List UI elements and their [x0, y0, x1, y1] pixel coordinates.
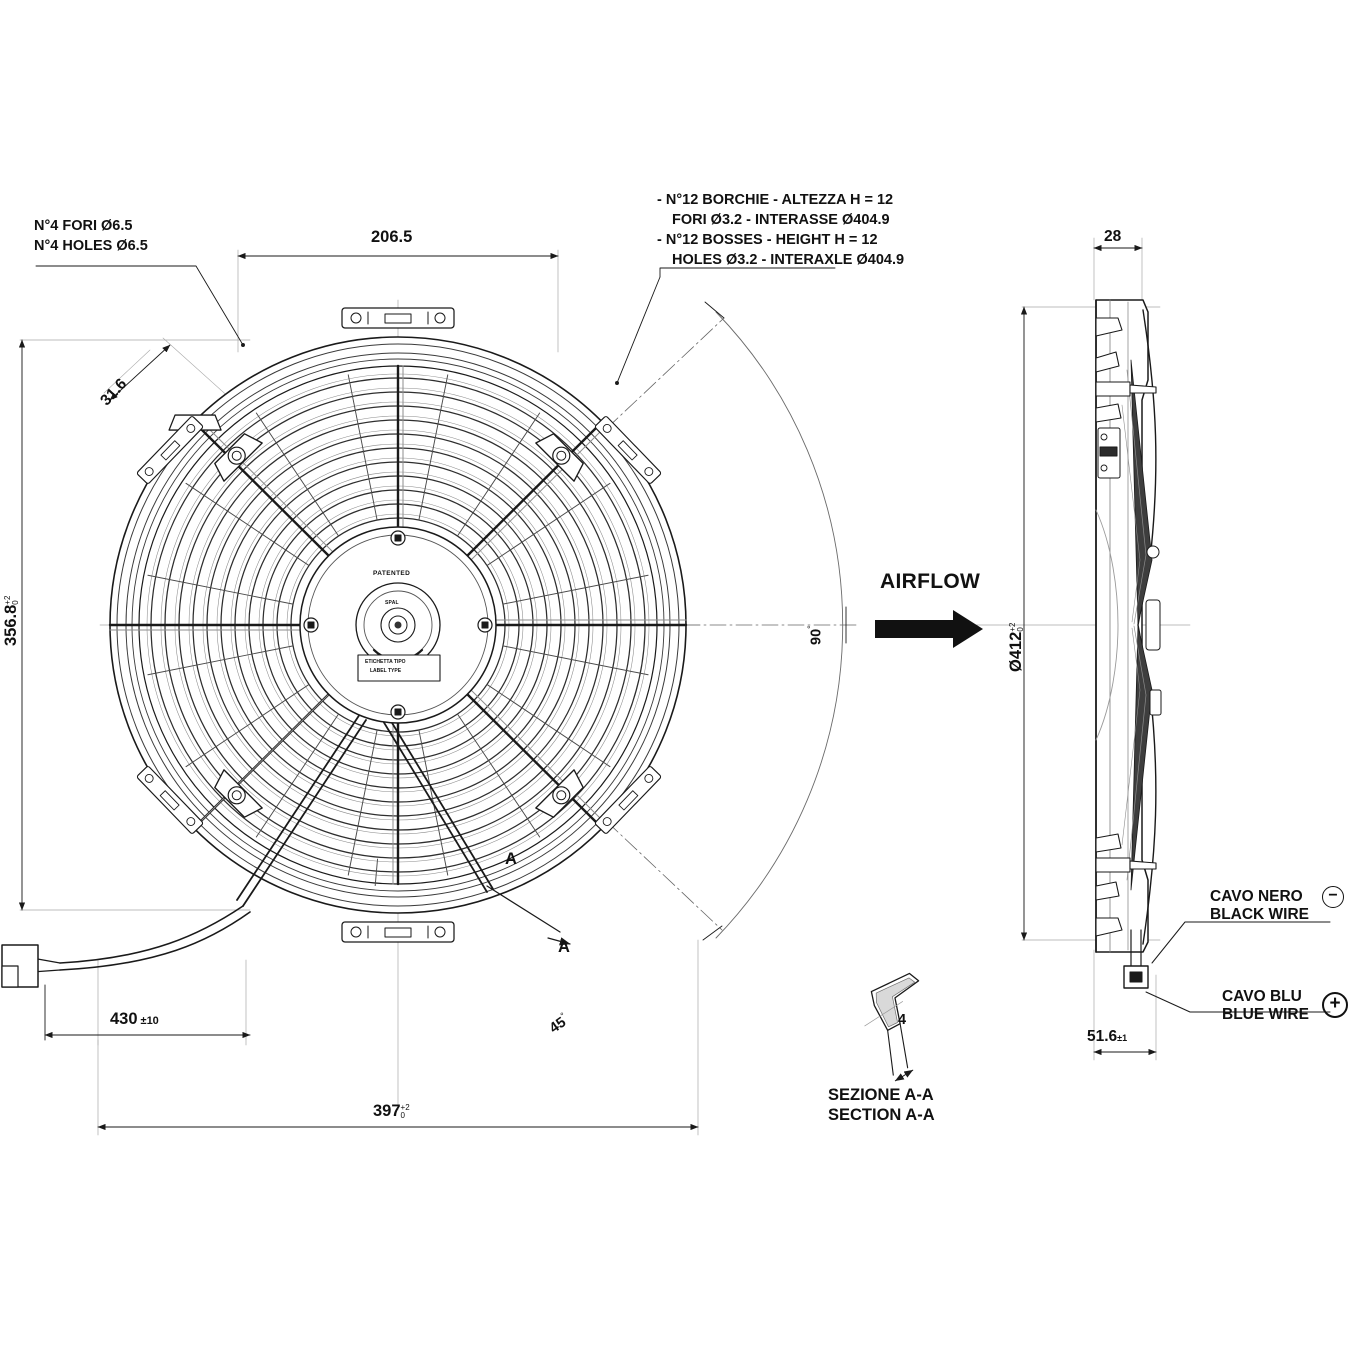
wire-harness: [1, 905, 251, 988]
hub-label-type-it: ETICHETTA TIPO: [365, 659, 406, 665]
wire-leaders: [1145, 921, 1331, 1013]
dim-tol-51-6: ±1: [1117, 1033, 1128, 1043]
dim-label-51-6-group: 51.6±1: [1087, 1028, 1127, 1046]
note-holes-en: N°4 HOLES Ø6.5: [34, 238, 148, 254]
wire-blue-it: CAVO BLU: [1222, 988, 1302, 1005]
wire-black-en: BLACK WIRE: [1210, 906, 1310, 923]
dim-label-90-group: 90°: [806, 625, 825, 645]
angle-arc-45: [715, 311, 844, 939]
section-thickness-label: 4: [898, 1012, 907, 1028]
note-bosses-line2: FORI Ø3.2 - INTERASSE Ø404.9: [672, 212, 890, 228]
angle-ticks: [702, 301, 847, 941]
polarity-positive-icon: +: [1322, 992, 1348, 1018]
shaft-center: [394, 621, 402, 629]
section-aa-detail: [864, 972, 920, 1082]
dimension-430: [44, 984, 251, 1041]
polarity-negative-icon: −: [1322, 886, 1344, 908]
wire-blue-en: BLUE WIRE: [1222, 1006, 1309, 1023]
dim-label-90: 90: [808, 628, 825, 645]
dim-label-206-5: 206.5: [371, 228, 413, 246]
support-struts: [236, 712, 494, 907]
section-mark-lower: A: [558, 938, 570, 956]
dim-label-430-group: 430±10: [110, 1010, 159, 1029]
note-holes-it: N°4 FORI Ø6.5: [34, 218, 133, 234]
section-mark-upper: A: [505, 850, 517, 868]
dim-label-356-8: 356.8: [2, 604, 20, 646]
mounting-tab-group: [214, 433, 584, 818]
hub-label-box: [357, 654, 441, 682]
note-bosses-line3: - N°12 BOSSES - HEIGHT H = 12: [657, 232, 878, 248]
airflow-arrow: [875, 610, 983, 648]
airflow-label: AIRFLOW: [880, 570, 981, 593]
dim-label-412: Ø412: [1007, 631, 1025, 672]
side-connector: [1123, 965, 1149, 989]
shroud-brackets: [136, 307, 662, 943]
section-cut-line: [486, 885, 571, 946]
dim-label-397: 397: [373, 1102, 401, 1120]
dim-tol-430: ±10: [140, 1015, 159, 1027]
hub-brand-label: SPAL: [385, 600, 399, 606]
hub-patented-label: PATENTED: [373, 570, 411, 577]
dimension-31-6: [103, 337, 233, 401]
dim-label-28: 28: [1104, 228, 1122, 245]
section-caption-it: SEZIONE A-A: [828, 1086, 934, 1104]
dim-label-430: 430: [110, 1010, 138, 1028]
note-bosses-line4: HOLES Ø3.2 - INTERAXLE Ø404.9: [672, 252, 905, 268]
guard-cross-bars: [147, 374, 649, 887]
side-view-body: [1095, 299, 1162, 989]
leader-lines: [35, 265, 836, 385]
note-bosses-line1: - N°12 BORCHIE - ALTEZZA H = 12: [657, 192, 894, 208]
section-caption-en: SECTION A-A: [828, 1106, 935, 1124]
dim-label-51-6: 51.6: [1087, 1028, 1118, 1045]
wire-black-it: CAVO NERO: [1210, 888, 1303, 905]
hub-fasteners: [303, 530, 493, 720]
radial-spokes-shadow: [109, 365, 687, 885]
side-label-plate: [1097, 427, 1121, 479]
hub-label-type-en: LABEL TYPE: [370, 668, 402, 674]
